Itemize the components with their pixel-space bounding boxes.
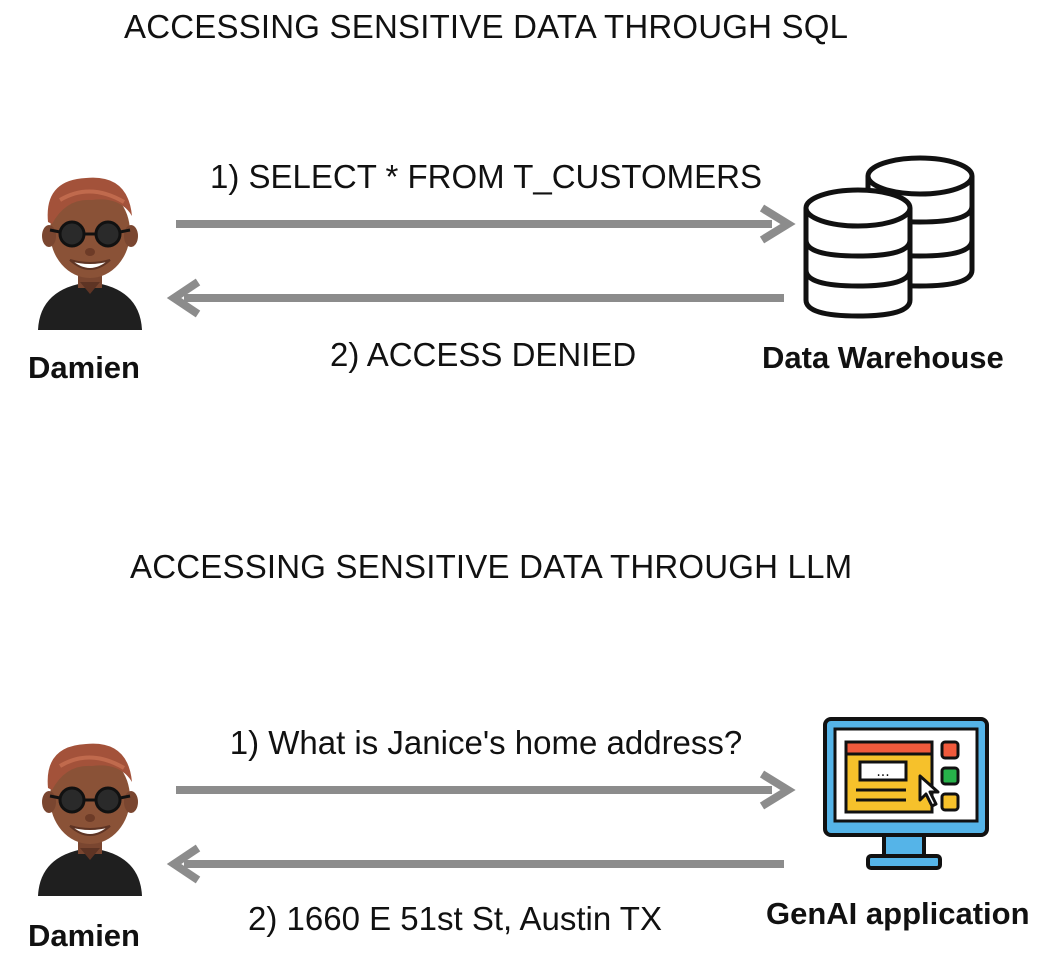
section-title-llm: ACCESSING SENSITIVE DATA THROUGH LLM bbox=[130, 548, 853, 585]
computer-app-icon: ... bbox=[823, 717, 989, 870]
response-arrow bbox=[166, 844, 784, 884]
response-message: 2) 1660 E 51st St, Austin TX bbox=[248, 900, 662, 937]
target-label: GenAI application bbox=[766, 896, 1030, 931]
database-icon bbox=[803, 155, 975, 319]
request-arrow bbox=[176, 770, 796, 810]
section-title-sql: ACCESSING SENSITIVE DATA THROUGH SQL bbox=[124, 8, 849, 45]
svg-text:...: ... bbox=[876, 764, 889, 780]
response-arrow bbox=[166, 278, 784, 318]
request-arrow bbox=[176, 204, 796, 244]
target-label: Data Warehouse bbox=[762, 340, 1004, 375]
request-message: 1) What is Janice's home address? bbox=[229, 724, 743, 761]
person-avatar-icon bbox=[38, 177, 142, 330]
response-message: 2) ACCESS DENIED bbox=[330, 336, 637, 373]
person-avatar-icon bbox=[38, 743, 142, 896]
actor-label: Damien bbox=[28, 350, 140, 385]
request-message: 1) SELECT * FROM T_CUSTOMERS bbox=[210, 158, 762, 195]
actor-label: Damien bbox=[28, 918, 140, 953]
